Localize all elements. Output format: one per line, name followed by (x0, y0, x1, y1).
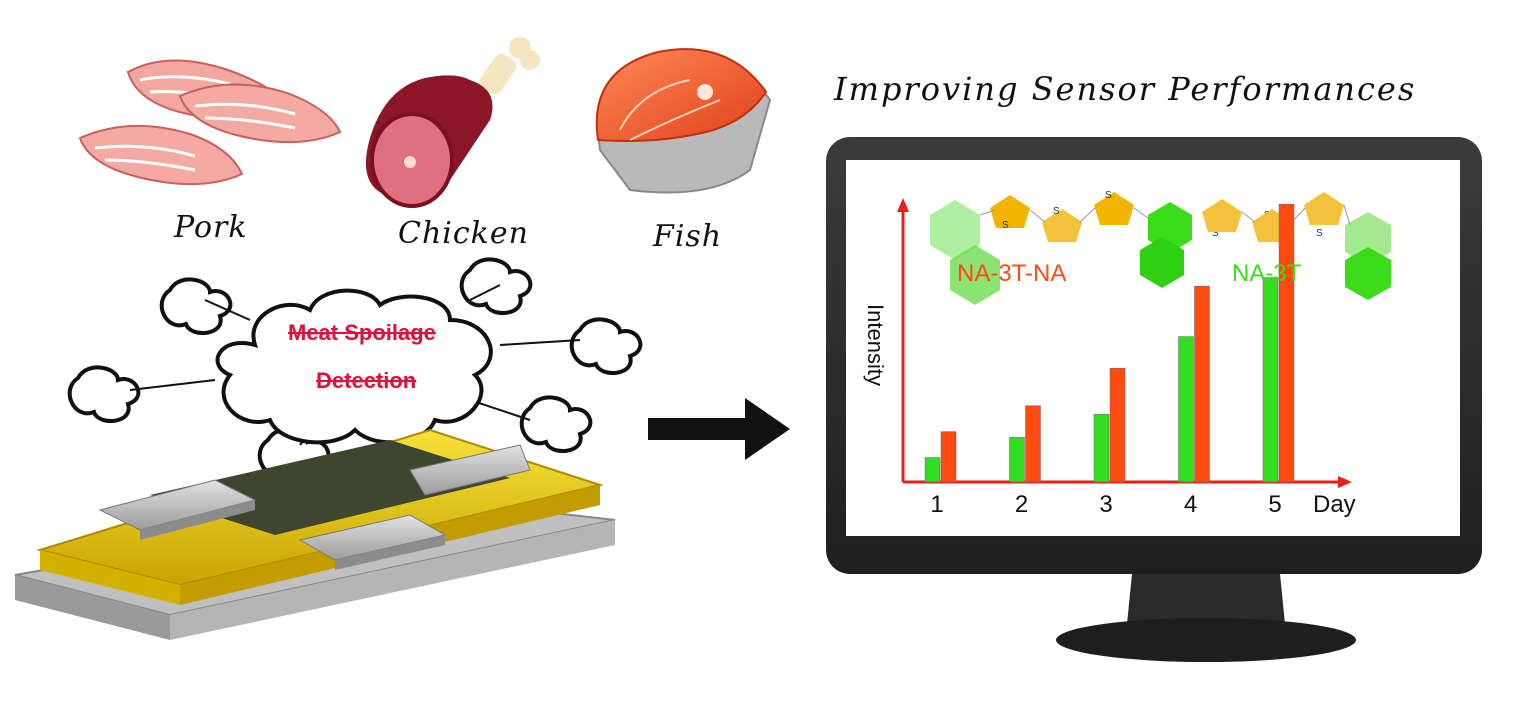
bar-na-3t-na-day-2 (1025, 405, 1041, 483)
x-tick-label: 3 (1099, 491, 1112, 518)
y-axis-arrowhead (897, 198, 909, 212)
process-arrow (648, 398, 790, 460)
page-title: Improving Sensor Performances (834, 70, 1417, 108)
bar-na-3t-na-day-4 (1194, 285, 1210, 483)
meat-label-pork: Pork (174, 210, 248, 245)
chicken-leg-icon (365, 37, 540, 208)
fish-steak-icon (595, 48, 772, 194)
x-tick-label: 2 (1015, 491, 1028, 518)
svg-text:S: S (1053, 206, 1060, 217)
bar-na-3t-day-2 (1009, 437, 1025, 483)
cloud-text-line1: Meat Spoilage (288, 320, 436, 345)
svg-text:S: S (1105, 190, 1112, 201)
molecule-label-na-3t: NA-3T (1232, 260, 1302, 287)
x-axis-label: Day (1313, 491, 1356, 518)
svg-text:S: S (1316, 228, 1323, 239)
cloud-text-line2: Detection (316, 368, 417, 393)
pork-icon (78, 59, 342, 186)
meat-label-chicken: Chicken (398, 216, 529, 251)
bar-na-3t-day-5 (1262, 277, 1279, 483)
molecule-na-3t-na (930, 192, 1192, 305)
x-tick-label: 1 (930, 491, 943, 518)
meat-label-fish: Fish (653, 219, 723, 254)
spoilage-cloud (215, 288, 493, 445)
y-axis-label: Intensity (863, 304, 888, 386)
bar-na-3t-na-day-3 (1109, 367, 1126, 483)
bar-na-3t-na-day-1 (940, 431, 957, 483)
bar-na-3t-day-3 (1093, 414, 1110, 483)
molecule-na-3t (1202, 192, 1391, 300)
svg-text:S: S (1212, 228, 1219, 239)
x-tick-label: 4 (1184, 491, 1197, 518)
bar-na-3t-day-4 (1178, 336, 1194, 483)
gas-sensor-device (14, 428, 616, 640)
sulfur-atom-label: S (1002, 220, 1009, 231)
smell-rays (129, 284, 581, 446)
x-tick-label: 5 (1268, 491, 1281, 518)
bar-na-3t-day-1 (924, 457, 941, 483)
x-axis-arrowhead (1338, 476, 1352, 488)
molecule-label-na-3t-na: NA-3T-NA (957, 260, 1067, 287)
intensity-bar-chart: 1 2 3 4 5 Day Intensity (863, 198, 1356, 518)
bar-na-3t-na-day-5 (1278, 203, 1295, 483)
